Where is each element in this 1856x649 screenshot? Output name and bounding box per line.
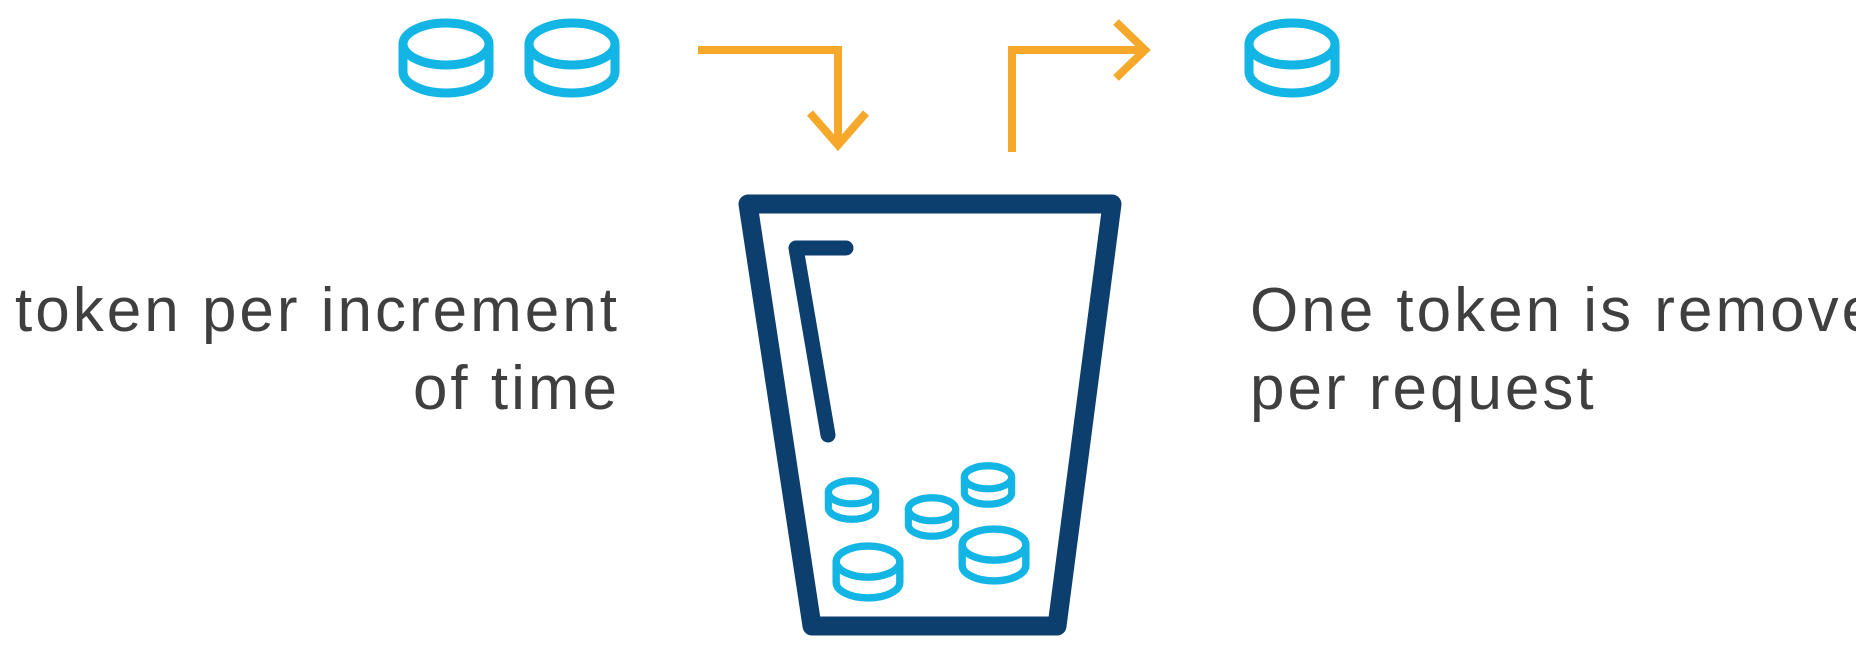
bucket-tokens bbox=[828, 466, 1025, 598]
refill-rate-caption: X token per increment of time bbox=[0, 272, 620, 428]
token-icon bbox=[962, 529, 1026, 581]
bucket-icon bbox=[738, 194, 1122, 636]
token-icon bbox=[403, 23, 489, 93]
removal-line-2: per request bbox=[1250, 354, 1597, 423]
arrow-down-icon bbox=[698, 46, 870, 152]
token-icon bbox=[836, 546, 900, 598]
token-icon bbox=[908, 498, 955, 537]
refill-rate-line-2: of time bbox=[412, 354, 620, 423]
refill-rate-line-1: X token per increment bbox=[0, 276, 620, 345]
removal-line-1: One token is removed bbox=[1250, 276, 1856, 345]
token-icon bbox=[529, 23, 615, 93]
removal-caption: One token is removed per request bbox=[1250, 272, 1856, 428]
incoming-tokens bbox=[403, 23, 615, 93]
token-icon bbox=[828, 481, 875, 520]
arrow-right-icon bbox=[1008, 19, 1151, 152]
token-icon bbox=[964, 466, 1011, 505]
token-icon bbox=[1249, 23, 1335, 93]
